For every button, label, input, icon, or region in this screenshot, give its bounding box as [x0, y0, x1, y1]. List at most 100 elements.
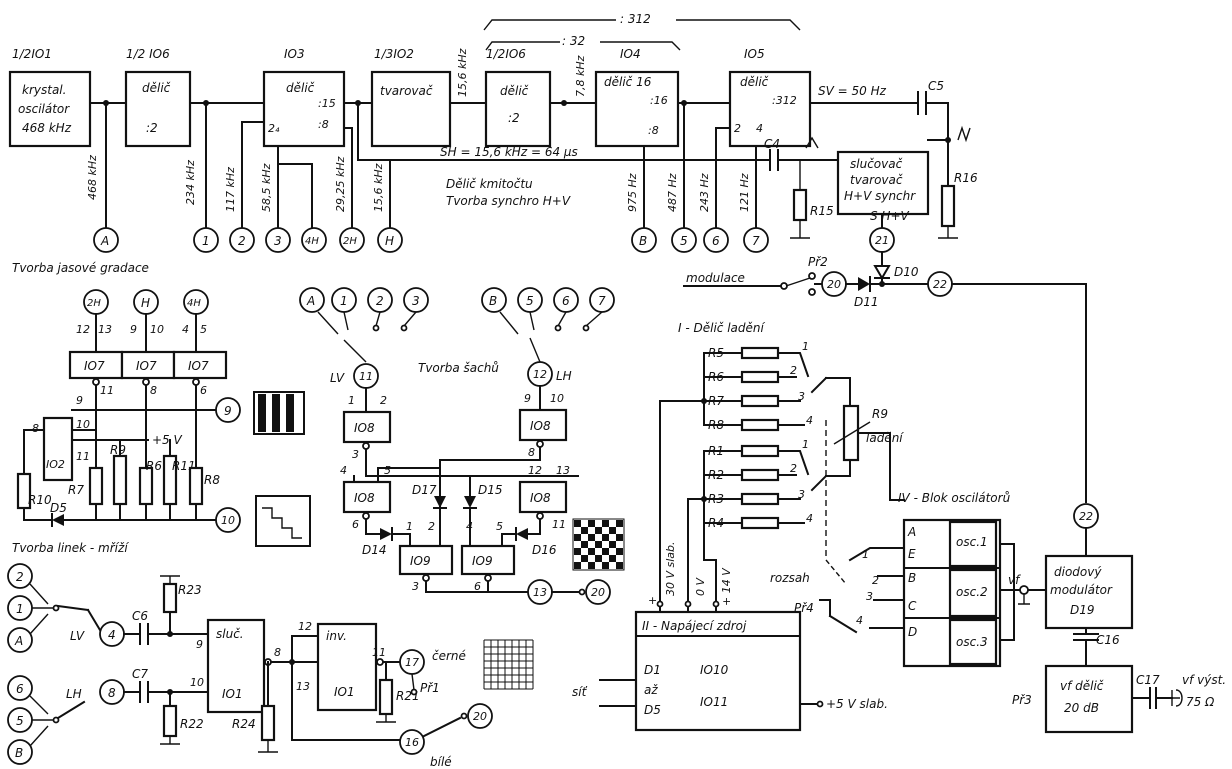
freq-975: 975 Hz	[626, 173, 639, 212]
svg-text:4: 4	[856, 614, 863, 627]
svg-text:4H: 4H	[187, 298, 201, 309]
svg-text:12: 12	[298, 620, 312, 633]
switch-lh[interactable]	[529, 337, 541, 363]
label-d11: D11	[854, 295, 879, 309]
svg-text:4: 4	[806, 512, 813, 525]
svg-text:10: 10	[190, 676, 204, 689]
chess-cell	[602, 534, 609, 541]
label-c5: C5	[928, 79, 944, 93]
chess-cell	[602, 548, 609, 555]
label-plus5v: +5 V	[152, 433, 183, 447]
svg-text:+5 V slab.: +5 V slab.	[826, 697, 888, 711]
divider-io3-block	[262, 70, 346, 148]
svg-text:A: A	[14, 634, 23, 648]
d103-ref: IO3	[284, 47, 305, 61]
svg-text:6: 6	[562, 294, 570, 308]
chess-cell	[581, 527, 588, 534]
vf-divider-block	[1044, 664, 1134, 734]
switch-lh-grid[interactable]	[56, 700, 86, 720]
diode-d11	[858, 277, 870, 291]
switch-pr1[interactable]	[422, 716, 462, 738]
tuning-divider-section: I - Dělič ladění R5 R6 R7 R8 12 34 R1 R2…	[659, 321, 905, 603]
svg-text:R10: R10	[28, 493, 52, 507]
node-2h-top	[339, 227, 365, 253]
svg-text:IO8: IO8	[354, 491, 375, 505]
svg-text:5: 5	[16, 714, 24, 728]
d105-pin312: :312	[772, 94, 797, 107]
svg-text:1: 1	[340, 294, 348, 308]
top-node-row: A 1 2 3 4H 2H H B 5 6 7 21	[93, 227, 895, 253]
modulation-section: D10 modulace Př2 20 D11 22	[683, 251, 1087, 503]
chessboard-pattern-icon	[572, 518, 625, 571]
svg-text:4: 4	[182, 323, 189, 336]
svg-text:7: 7	[598, 294, 606, 308]
resistor-r5	[740, 346, 780, 360]
svg-text:75 Ω: 75 Ω	[1186, 695, 1215, 709]
d106b-ref: 1/2IO6	[486, 47, 526, 61]
svg-text:20: 20	[827, 278, 841, 291]
switch-r-low[interactable]	[810, 474, 828, 492]
chess-cell	[574, 548, 581, 555]
node-7-top	[743, 227, 769, 253]
node-5-top	[671, 227, 697, 253]
svg-text:IO11: IO11	[700, 695, 728, 709]
svg-text:20 dB: 20 dB	[1064, 701, 1099, 715]
chess-cell	[616, 548, 623, 555]
svg-text:E: E	[908, 547, 916, 561]
chess-cell	[588, 562, 595, 569]
svg-text:IO7: IO7	[188, 359, 209, 373]
switch-r-high[interactable]	[810, 376, 828, 394]
chess-cell	[574, 534, 581, 541]
svg-text:C6: C6	[132, 609, 148, 623]
svg-text:17: 17	[405, 656, 419, 669]
capacitor-c4	[769, 149, 779, 171]
osc1-block	[948, 520, 998, 568]
chess-cell	[588, 520, 595, 527]
resistor-r2	[740, 468, 780, 482]
svg-text:2H: 2H	[87, 298, 101, 309]
top-divider-chain: 1/2IO1 krystal. oscilátor 468 kHz 1/2 IO…	[8, 10, 978, 239]
label-delic1: Dělič kmitočtu	[446, 177, 533, 191]
svg-text:R9: R9	[110, 443, 126, 457]
svg-text:LH: LH	[66, 687, 82, 701]
svg-text:síť: síť	[572, 685, 588, 699]
svg-text:IO9: IO9	[472, 554, 493, 568]
coax-output-connector[interactable]	[1175, 689, 1183, 707]
d106b-label: dělič	[500, 84, 529, 98]
svg-text:vf výst.: vf výst.	[1182, 673, 1226, 687]
svg-text:9: 9	[524, 392, 531, 405]
svg-text:IO10: IO10	[700, 663, 729, 677]
svg-text:7: 7	[752, 234, 760, 248]
io7-b	[120, 350, 176, 380]
switch-pr2[interactable]	[785, 277, 811, 287]
diode-d15	[464, 496, 476, 508]
svg-text:D17: D17	[412, 483, 437, 497]
svg-text:D19: D19	[1070, 603, 1095, 617]
sl-label-3: H+V synchr	[844, 189, 916, 203]
svg-text:R7: R7	[68, 483, 84, 497]
svg-text:3: 3	[274, 234, 282, 248]
svg-text:R6: R6	[146, 459, 162, 473]
resistor-r23	[162, 582, 178, 614]
switch-rozsah[interactable]	[848, 547, 905, 562]
svg-text:R8: R8	[204, 473, 220, 487]
svg-text:8: 8	[108, 686, 116, 700]
chess-cell	[595, 527, 602, 534]
d103-label: dělič	[286, 81, 315, 95]
wire-c5-out	[925, 102, 949, 187]
switch-lv-grid[interactable]	[56, 604, 90, 612]
resistor-r22	[162, 704, 178, 738]
svg-text:R22: R22	[180, 717, 204, 731]
pulse-c4	[805, 136, 819, 149]
chess-cell	[616, 520, 623, 527]
svg-text:LV: LV	[70, 629, 85, 643]
svg-text:osc.1: osc.1	[956, 535, 988, 549]
freq-117: 117 kHz	[224, 167, 237, 212]
switch-lv[interactable]	[343, 339, 367, 363]
svg-text:D5: D5	[644, 703, 661, 717]
freq-58-5: 58,5 kHz	[260, 163, 273, 212]
node-a-top	[93, 227, 119, 253]
svg-text:5: 5	[496, 520, 503, 533]
svg-text:diodový: diodový	[1054, 565, 1102, 579]
svg-text:R23: R23	[178, 583, 202, 597]
